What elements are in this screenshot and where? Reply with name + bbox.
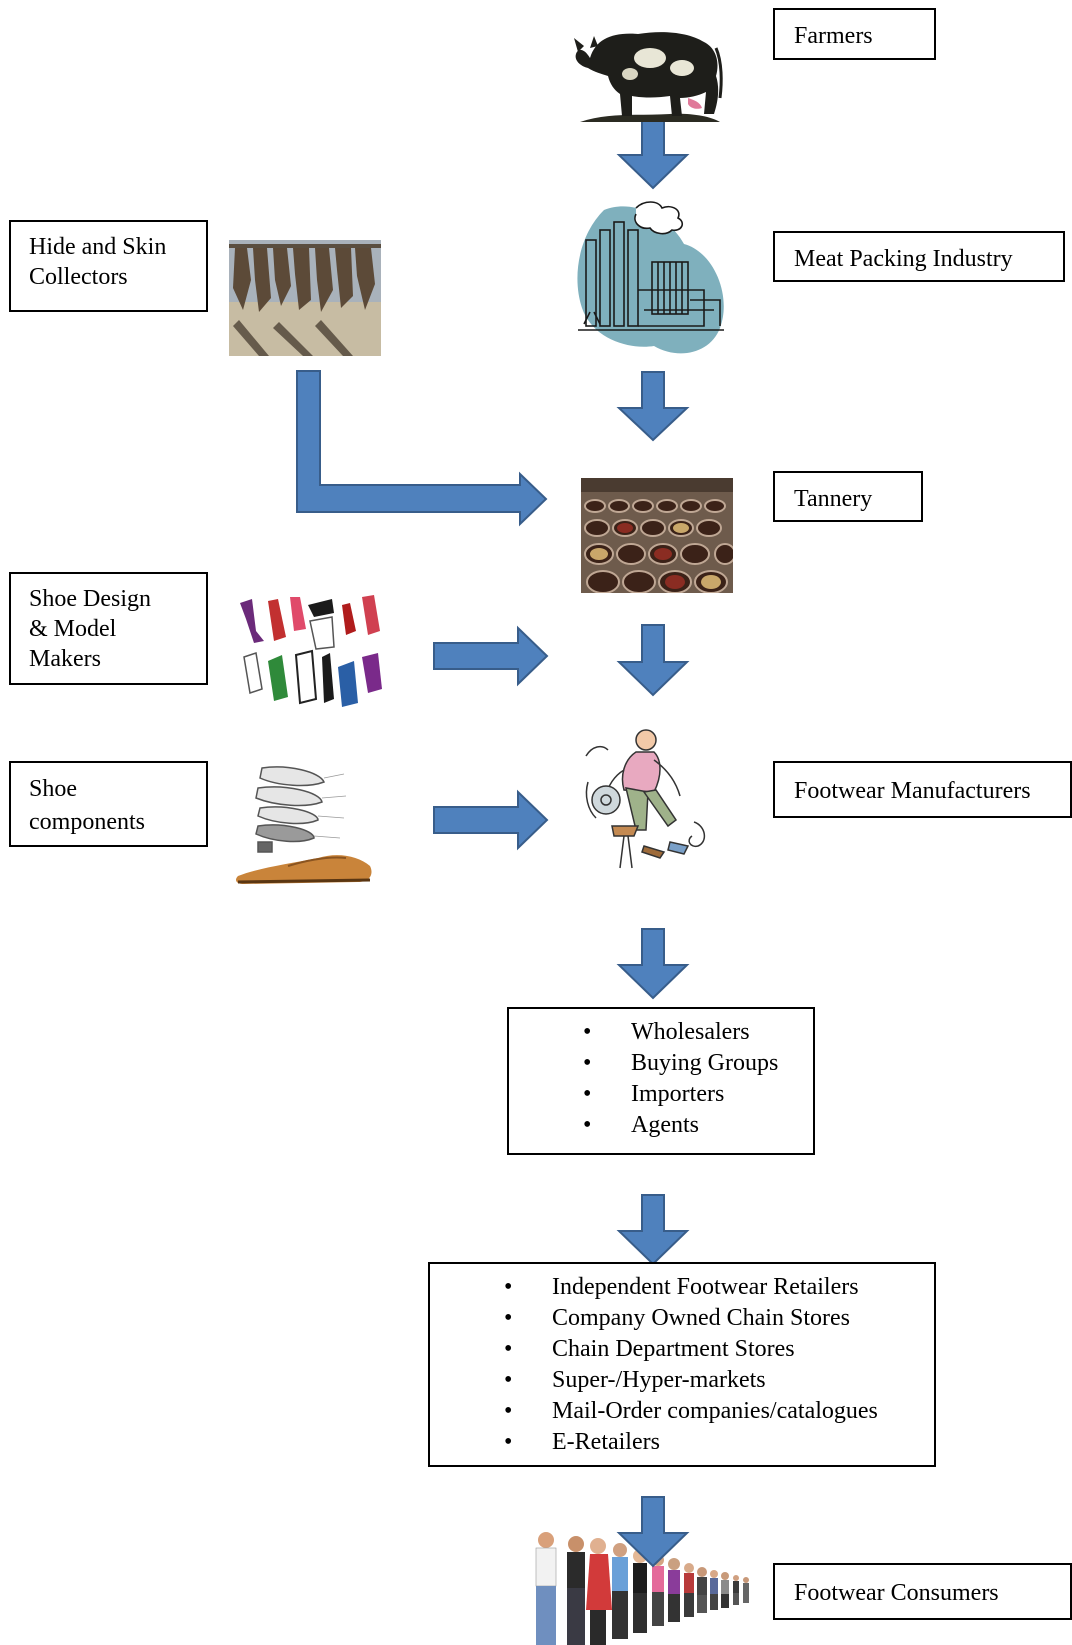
shoe-design-label-line1: Shoe Design <box>29 586 151 612</box>
arrow-hides-to-tannery <box>296 370 548 527</box>
shoe-components-label-line2: components <box>29 809 145 835</box>
hide-collectors-label-line1: Hide and Skin <box>29 234 167 260</box>
retailer-item: Mail-Order companies/catalogues <box>440 1396 924 1427</box>
arrow-distributors-to-retailers <box>616 1194 690 1266</box>
cow-image <box>574 32 723 122</box>
arrow-farmers-to-meat-packing <box>616 115 690 190</box>
arrow-tannery-to-manufacturers <box>616 624 690 697</box>
manufacturers-label: Footwear Manufacturers <box>794 778 1031 804</box>
consumers-box: Footwear Consumers <box>773 1563 1072 1620</box>
distributor-item: Importers <box>519 1079 803 1110</box>
shoe-components-image <box>228 764 388 894</box>
distributor-item: Agents <box>519 1110 803 1141</box>
retailer-item: E-Retailers <box>440 1427 924 1458</box>
retailer-item: Super-/Hyper-markets <box>440 1365 924 1396</box>
distributors-list: Wholesalers Buying Groups Importers Agen… <box>519 1017 803 1141</box>
factory-image <box>577 201 724 354</box>
manufacturers-box: Footwear Manufacturers <box>773 761 1072 818</box>
retailer-item: Independent Footwear Retailers <box>440 1272 924 1303</box>
arrow-components-to-manufacturers <box>433 789 549 851</box>
crowd-image <box>535 1532 749 1645</box>
arrow-retailers-to-consumers <box>616 1496 690 1568</box>
retailers-box: Independent Footwear Retailers Company O… <box>428 1262 936 1467</box>
tannery-vats-image <box>581 478 733 593</box>
distributor-item: Buying Groups <box>519 1048 803 1079</box>
consumers-label: Footwear Consumers <box>794 1580 999 1606</box>
tannery-box: Tannery <box>773 471 923 522</box>
shoe-components-label-line1: Shoe <box>29 776 77 802</box>
hide-collectors-box: Hide and Skin Collectors <box>9 220 208 312</box>
shoe-sketches-image <box>234 591 388 719</box>
farmers-box: Farmers <box>773 8 936 60</box>
arrow-meat-packing-to-tannery <box>616 371 690 442</box>
shoe-design-label-line2: & Model <box>29 616 117 642</box>
distributor-item: Wholesalers <box>519 1017 803 1048</box>
shoemaker-image <box>585 729 706 869</box>
arrow-manufacturers-to-distributors <box>616 928 690 1000</box>
arrow-design-to-flow <box>433 625 549 687</box>
retailers-list: Independent Footwear Retailers Company O… <box>440 1272 924 1458</box>
shoe-components-box: Shoe components <box>9 761 208 847</box>
meat-packing-label: Meat Packing Industry <box>794 246 1013 272</box>
farmers-label: Farmers <box>794 23 873 49</box>
retailer-item: Company Owned Chain Stores <box>440 1303 924 1334</box>
retailer-item: Chain Department Stores <box>440 1334 924 1365</box>
shoe-design-label-line3: Makers <box>29 646 101 672</box>
hide-collectors-label-line2: Collectors <box>29 264 128 290</box>
tannery-label: Tannery <box>794 486 873 512</box>
shoe-design-box: Shoe Design & Model Makers <box>9 572 208 685</box>
drying-hides-image <box>229 240 381 356</box>
distributors-box: Wholesalers Buying Groups Importers Agen… <box>507 1007 815 1155</box>
meat-packing-box: Meat Packing Industry <box>773 231 1065 282</box>
